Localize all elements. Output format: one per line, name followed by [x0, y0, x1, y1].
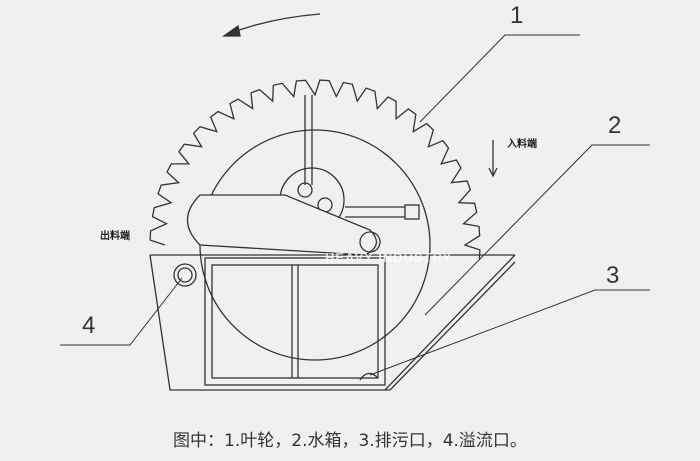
part-2-label: 2 — [608, 112, 622, 139]
drain-outlet — [359, 372, 379, 381]
part-1-label: 1 — [510, 2, 524, 29]
motor — [359, 231, 381, 253]
overflow-outlet — [173, 263, 197, 287]
leader-line-4 — [60, 277, 183, 346]
inlet-label: 入料端 — [507, 139, 537, 150]
impeller-wheel — [149, 79, 481, 260]
overflow-outlet-inner — [177, 267, 193, 283]
rotation-arrowhead — [221, 24, 241, 37]
leader-lines — [60, 34, 650, 376]
leader-line-1 — [419, 34, 580, 123]
frame — [204, 257, 386, 386]
part-4-label: 4 — [82, 312, 96, 339]
rotation-arrow — [227, 13, 321, 35]
part-3-label: 3 — [606, 262, 620, 289]
hub-hole — [297, 182, 313, 198]
impeller-teeth — [149, 79, 481, 260]
figure-caption: 图中：1.叶轮，2.水箱，3.排污口，4.溢流口。 — [173, 431, 527, 451]
tank-wall — [389, 261, 516, 391]
watermark: HEAVY INDUSTRY — [325, 250, 453, 265]
leader-line-3 — [369, 289, 650, 376]
water-tank — [149, 254, 516, 391]
leader-line-2 — [424, 144, 650, 316]
inlet-arrowhead — [488, 167, 498, 178]
outlet-label: 出料端 — [100, 231, 130, 242]
bearing-block — [404, 204, 420, 220]
frame-inner — [211, 264, 379, 379]
belt-guard — [186, 194, 377, 256]
